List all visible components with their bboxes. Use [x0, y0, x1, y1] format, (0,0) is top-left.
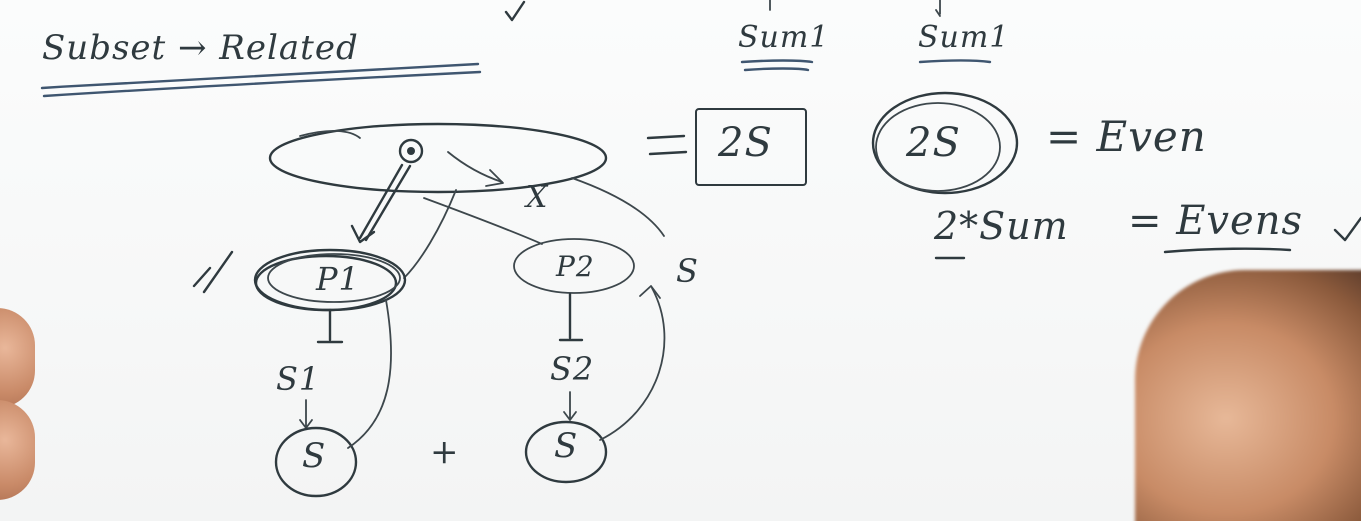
sum1-underline-2	[918, 59, 992, 64]
arrow-p1-head-icon	[350, 224, 376, 244]
two-sum: 2*Sum	[934, 204, 1069, 248]
curve-arrowhead-icon	[485, 169, 504, 187]
sum1-underline-1b	[743, 67, 810, 72]
arc-to-s	[599, 287, 666, 441]
bottom-right-s: S	[554, 426, 579, 466]
circle-2s-outer	[871, 91, 1019, 195]
sum1-underline-1	[740, 59, 814, 64]
arrow-stub-2	[935, 0, 941, 17]
circle-2s-label: 2S	[906, 120, 961, 166]
line-oval-to-p2	[423, 197, 543, 245]
plus-sign: +	[430, 432, 460, 472]
curve-arrow	[447, 151, 503, 183]
arrow-element-to-p1-a	[358, 163, 404, 240]
element-dot	[407, 147, 415, 155]
cross-mark: X	[526, 180, 549, 215]
p2-stem	[558, 292, 584, 342]
p2-oval	[513, 238, 635, 294]
circle-2s-inner	[875, 102, 1001, 192]
s2-arrow-icon	[563, 391, 577, 421]
title-underline-1	[40, 62, 480, 90]
equals-sign-1	[646, 134, 688, 156]
check-mark-right-icon	[1333, 216, 1361, 242]
equals-evens: = Evens	[1128, 198, 1303, 244]
element-circle	[398, 138, 424, 164]
double-check-icon	[192, 250, 234, 294]
p1-oval-3	[267, 253, 401, 303]
label-s: S	[676, 252, 699, 290]
p1-oval-2	[254, 254, 398, 312]
arrow-element-to-p1-b	[364, 164, 412, 242]
arc-to-p1	[347, 299, 392, 449]
p1-stem	[316, 308, 344, 344]
label-s1: S1	[276, 360, 321, 398]
line-oval-to-p1	[403, 189, 457, 279]
check-mark-icon	[504, 0, 526, 22]
line-oval-to-s	[571, 177, 665, 237]
oval-overstroke	[299, 130, 361, 139]
writer-hand	[1135, 270, 1361, 521]
bottom-left-s: S	[302, 436, 327, 476]
equals-even: = Even	[1046, 112, 1207, 161]
node-p1-label: P1	[316, 260, 360, 298]
arc-to-s-head-icon	[639, 285, 661, 299]
title-underline-2	[42, 70, 482, 98]
box-2s	[695, 108, 807, 186]
top-label-sum1-a: Sum1	[738, 20, 830, 55]
node-p2-label: P2	[556, 250, 595, 283]
evens-underline	[1163, 247, 1292, 254]
box-2s-label: 2S	[718, 120, 773, 166]
top-label-sum1-b: Sum1	[918, 20, 1010, 55]
bottom-left-circle	[274, 426, 358, 498]
label-s2: S2	[550, 350, 595, 388]
set-oval	[268, 122, 608, 194]
title-subset-related: Subset → Related	[42, 28, 359, 68]
s1-arrow-icon	[299, 399, 313, 429]
bottom-right-circle	[524, 420, 608, 484]
